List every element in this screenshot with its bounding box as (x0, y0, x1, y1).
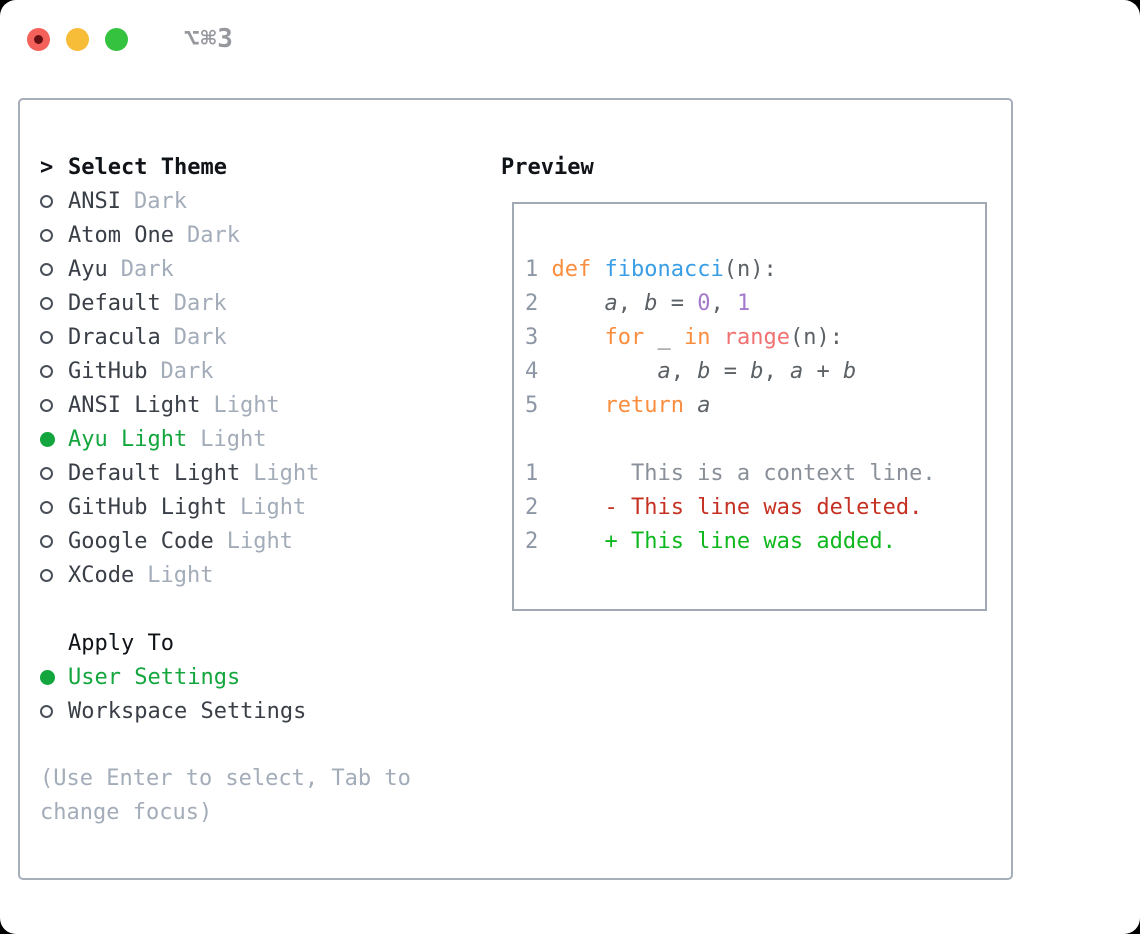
radio-unselected-icon (40, 500, 68, 514)
radio-selected-icon (40, 669, 68, 685)
option-label: GitHub Light (68, 494, 227, 520)
theme-option[interactable]: GitHub Dark (40, 354, 411, 388)
line-number: 3 (525, 325, 539, 350)
option-label: Dracula (68, 324, 161, 350)
radio-unselected-icon (40, 194, 68, 208)
option-label: ANSI Light (68, 392, 201, 418)
theme-variant-label: Dark (173, 324, 227, 350)
theme-option[interactable]: Ayu Light Light (40, 422, 411, 456)
line-number: 1 (525, 257, 539, 282)
theme-variant-label: Light (253, 460, 320, 486)
option-label: Default (68, 290, 161, 316)
code-line: 2 + This line was added. (525, 525, 985, 559)
titlebar: ⌥⌘3 (27, 24, 234, 54)
theme-option[interactable]: Dracula Dark (40, 320, 411, 354)
theme-option[interactable]: Google Code Light (40, 524, 411, 558)
radio-unselected-icon (40, 704, 68, 718)
theme-option[interactable]: ANSI Light Light (40, 388, 411, 422)
option-label: ANSI (68, 188, 121, 214)
theme-variant-label: Light (147, 562, 214, 588)
theme-option[interactable]: ANSI Dark (40, 184, 411, 218)
option-label: Ayu (68, 256, 108, 282)
unsaved-changes-dot-icon (34, 34, 43, 44)
option-label: GitHub (68, 358, 148, 384)
apply-to-option[interactable]: User Settings (40, 660, 411, 694)
theme-option[interactable]: GitHub Light Light (40, 490, 411, 524)
blank-line (525, 423, 985, 457)
radio-unselected-icon (40, 568, 68, 582)
apply-to-option[interactable]: Workspace Settings (40, 694, 411, 728)
code-line: 2 - This line was deleted. (525, 491, 985, 525)
radio-unselected-icon (40, 296, 68, 310)
option-label: Default Light (68, 460, 241, 486)
option-label: XCode (68, 562, 135, 588)
spacer (40, 728, 411, 762)
line-number: 2 (525, 529, 539, 554)
preview-title: Preview (501, 154, 594, 180)
radio-selected-icon (40, 431, 68, 447)
theme-variant-label: Dark (120, 256, 174, 282)
radio-unselected-icon (40, 330, 68, 344)
radio-unselected-icon (40, 398, 68, 412)
line-number: 1 (525, 461, 539, 486)
radio-unselected-icon (40, 228, 68, 242)
select-theme-title: Select Theme (68, 154, 227, 180)
line-number: 2 (525, 495, 539, 520)
code-line: 5 return a (525, 389, 985, 423)
minimize-button[interactable] (66, 27, 89, 51)
theme-option[interactable]: Default Light Light (40, 456, 411, 490)
theme-option[interactable]: Atom One Dark (40, 218, 411, 252)
option-label: Workspace Settings (68, 698, 307, 724)
select-theme-header: > Select Theme (40, 150, 411, 184)
radio-unselected-icon (40, 364, 68, 378)
theme-variant-label: Dark (173, 290, 227, 316)
line-number: 2 (525, 291, 539, 316)
help-text: (Use Enter to select, Tab to change focus… (40, 762, 411, 830)
radio-unselected-icon (40, 534, 68, 548)
radio-unselected-icon (40, 262, 68, 276)
spacer (40, 592, 411, 626)
option-label: Ayu Light (68, 426, 188, 452)
code-line: 3 for _ in range(n): (525, 321, 985, 355)
theme-variant-label: Light (239, 494, 307, 520)
theme-option[interactable]: Default Dark (40, 286, 411, 320)
caret-icon: > (40, 154, 54, 180)
preview-header: Preview (501, 150, 594, 184)
maximize-button[interactable] (105, 27, 128, 51)
theme-variant-label: Light (213, 392, 280, 418)
apply-to-title: Apply To (68, 630, 174, 656)
help-text-line: (Use Enter to select, Tab to (40, 766, 411, 791)
radio-unselected-icon (40, 466, 68, 480)
theme-variant-label: Dark (160, 358, 214, 384)
theme-option[interactable]: Ayu Dark (40, 252, 411, 286)
theme-variant-label: Light (200, 426, 267, 452)
line-number: 5 (525, 393, 539, 418)
theme-variant-label: Dark (133, 188, 187, 214)
code-line: 1 This is a context line. (525, 457, 985, 491)
help-text-line: change focus) (40, 800, 213, 825)
code-line: 4 a, b = b, a + b (525, 355, 985, 389)
theme-variant-label: Dark (186, 222, 240, 248)
option-label: Google Code (68, 528, 214, 554)
option-label: Atom One (68, 222, 174, 248)
code-line: 2 a, b = 0, 1 (525, 287, 985, 321)
theme-variant-label: Light (226, 528, 293, 554)
window-title: ⌥⌘3 (184, 24, 234, 54)
line-number: 4 (525, 359, 539, 384)
apply-to-header-row: Apply To (40, 626, 411, 660)
close-button[interactable] (27, 27, 50, 51)
option-label: User Settings (68, 664, 241, 690)
theme-option[interactable]: XCode Light (40, 558, 411, 592)
